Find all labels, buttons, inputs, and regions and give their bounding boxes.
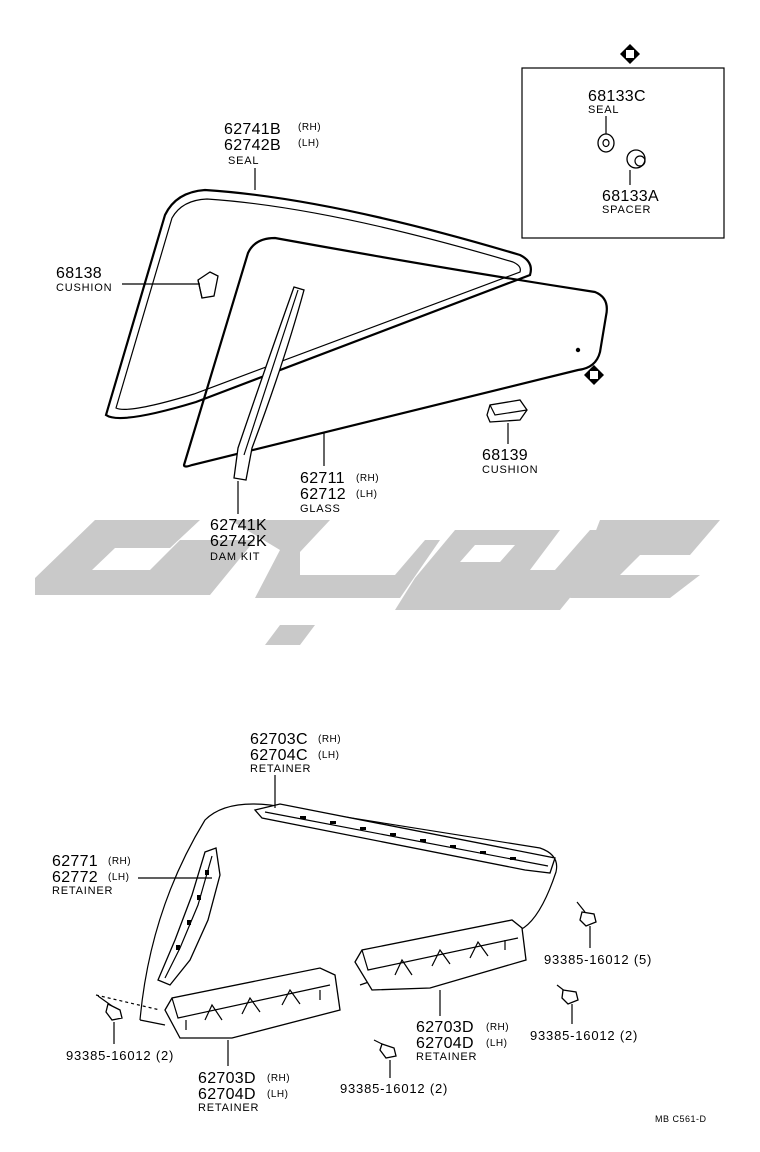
- svg-text:62772: 62772: [52, 869, 98, 886]
- retainer-lower-left-label: 62703D (RH) 62704D (LH) RETAINER: [198, 1070, 290, 1114]
- inset-seal-label: 68133C SEAL: [588, 88, 646, 116]
- screw-right-bottom-label: 93385-16012 (2): [530, 1028, 638, 1043]
- svg-text:62703C: 62703C: [250, 731, 308, 748]
- svg-text:(RH): (RH): [298, 122, 321, 133]
- svg-text:62704C: 62704C: [250, 747, 308, 764]
- svg-text:62771: 62771: [52, 853, 98, 870]
- svg-text:SEAL: SEAL: [228, 155, 259, 167]
- svg-text:62741B: 62741B: [224, 121, 281, 138]
- svg-text:62704D: 62704D: [198, 1086, 256, 1103]
- svg-text:(LH): (LH): [267, 1089, 288, 1100]
- watermark-logo: [35, 520, 720, 645]
- svg-text:MB C561-D: MB C561-D: [655, 1114, 707, 1124]
- svg-text:(LH): (LH): [298, 138, 319, 149]
- svg-text:DAM KIT: DAM KIT: [210, 551, 260, 563]
- svg-text:62742K: 62742K: [210, 533, 267, 550]
- diamond-marker-icon: [620, 44, 640, 64]
- retainer-top-part: [253, 803, 556, 874]
- svg-text:(RH): (RH): [267, 1073, 290, 1084]
- svg-text:(LH): (LH): [486, 1038, 507, 1049]
- screw-left-label: 93385-16012 (2): [66, 1048, 174, 1063]
- footer-code: MB C561-D: [655, 1114, 707, 1124]
- cushion-68139-label: 68139 CUSHION: [482, 447, 538, 476]
- window-opening-outline: [139, 803, 558, 1026]
- cushion-68138-part: [197, 271, 219, 299]
- svg-text:68139: 68139: [482, 447, 528, 464]
- retainer-lower-mid-part: [354, 919, 527, 991]
- svg-text:(LH): (LH): [356, 489, 377, 500]
- svg-text:(RH): (RH): [486, 1022, 509, 1033]
- svg-text:62704D: 62704D: [416, 1035, 474, 1052]
- retainer-62703c-label: 62703C (RH) 62704C (LH) RETAINER: [250, 731, 341, 775]
- retainer-62771-label: 62771 (RH) 62772 (LH) RETAINER: [52, 853, 131, 897]
- svg-text:(RH): (RH): [108, 856, 131, 867]
- screw-left-icon: [97, 995, 123, 1021]
- svg-text:RETAINER: RETAINER: [198, 1102, 259, 1114]
- svg-text:RETAINER: RETAINER: [416, 1051, 477, 1063]
- svg-text:68138: 68138: [56, 265, 102, 282]
- seal-62741b-label: 62741B (RH) 62742B (LH) SEAL: [224, 121, 321, 167]
- svg-text:(LH): (LH): [318, 750, 339, 761]
- svg-text:(RH): (RH): [318, 734, 341, 745]
- screw-right-bottom-icon: [556, 984, 579, 1005]
- dam-kit-strip: [233, 286, 305, 481]
- diamond-marker-icon: [584, 365, 604, 385]
- inset-box: [521, 67, 725, 239]
- svg-text:93385-16012 (5): 93385-16012 (5): [544, 952, 652, 967]
- retainer-left-part: [157, 847, 221, 986]
- svg-text:93385-16012 (2): 93385-16012 (2): [530, 1028, 638, 1043]
- svg-text:62712: 62712: [300, 486, 346, 503]
- svg-text:CUSHION: CUSHION: [482, 464, 538, 476]
- cushion-68139-part: [486, 399, 528, 423]
- svg-text:62703D: 62703D: [198, 1070, 256, 1087]
- screw-mid-icon: [373, 1039, 397, 1059]
- svg-text:GLASS: GLASS: [300, 503, 341, 515]
- svg-text:RETAINER: RETAINER: [52, 885, 113, 897]
- seal-outline: [104, 188, 532, 420]
- svg-text:68133A: 68133A: [602, 188, 659, 205]
- svg-text:93385-16012 (2): 93385-16012 (2): [66, 1048, 174, 1063]
- retainer-lower-left-part: [164, 967, 341, 1039]
- svg-text:62703D: 62703D: [416, 1019, 474, 1036]
- screw-right-top-label: 93385-16012 (5): [544, 952, 652, 967]
- svg-text:62742B: 62742B: [224, 137, 281, 154]
- svg-text:SEAL: SEAL: [588, 104, 619, 116]
- svg-text:(LH): (LH): [108, 872, 129, 883]
- svg-text:(RH): (RH): [356, 473, 379, 484]
- svg-text:CUSHION: CUSHION: [56, 282, 112, 294]
- screw-right-top-icon: [576, 901, 597, 927]
- quarter-glass: [182, 236, 608, 468]
- svg-text:RETAINER: RETAINER: [250, 763, 311, 775]
- cushion-68138-label: 68138 CUSHION: [56, 265, 112, 294]
- glass-62711-label: 62711 (RH) 62712 (LH) GLASS: [300, 470, 379, 515]
- svg-text:SPACER: SPACER: [602, 204, 651, 216]
- svg-text:68133C: 68133C: [588, 88, 646, 105]
- svg-text:93385-16012 (2): 93385-16012 (2): [340, 1081, 448, 1096]
- svg-text:62741K: 62741K: [210, 517, 267, 534]
- retainer-lower-mid-label: 62703D (RH) 62704D (LH) RETAINER: [416, 1019, 509, 1063]
- screw-mid-label: 93385-16012 (2): [340, 1081, 448, 1096]
- inset-spacer-label: 68133A SPACER: [602, 188, 659, 216]
- svg-text:62711: 62711: [300, 470, 345, 487]
- dam-kit-label: 62741K 62742K DAM KIT: [210, 517, 267, 563]
